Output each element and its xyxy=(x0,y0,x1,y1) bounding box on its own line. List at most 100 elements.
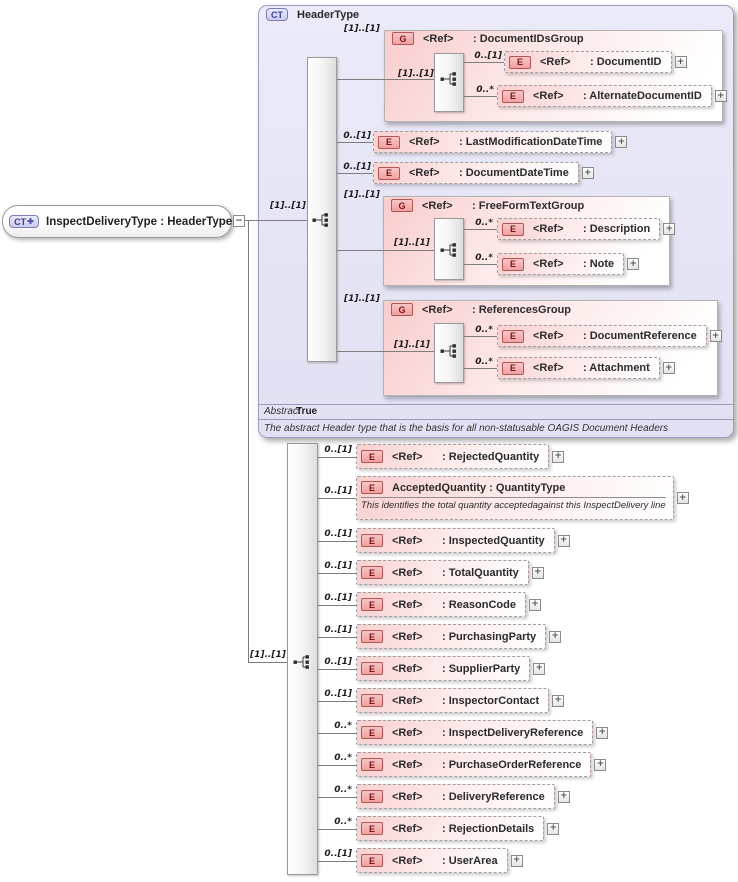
element-rejectedquantity[interactable]: E<Ref>: RejectedQuantity + xyxy=(356,444,565,469)
element-badge: E xyxy=(378,166,400,180)
sequence-connector[interactable] xyxy=(434,218,464,280)
cardinality-label: 0..* xyxy=(334,785,352,795)
expand-toggle[interactable]: + xyxy=(528,598,541,611)
connector-line xyxy=(318,861,356,862)
expand-toggle[interactable]: + xyxy=(549,630,562,643)
expand-toggle[interactable]: + xyxy=(510,854,523,867)
sequence-icon xyxy=(293,655,309,669)
ref-label: <Ref> xyxy=(392,566,423,579)
connector-line xyxy=(337,142,373,143)
element-totalquantity[interactable]: E<Ref>: TotalQuantity + xyxy=(356,560,544,585)
ref-label: <Ref> xyxy=(392,854,423,867)
connector-line xyxy=(464,62,504,63)
connector-line xyxy=(318,573,356,574)
group-freeformtextgroup-title: G <Ref> : FreeFormTextGroup xyxy=(391,199,584,212)
element-name: : DeliveryReference xyxy=(442,790,545,803)
expand-toggle[interactable]: + xyxy=(714,90,727,102)
expand-toggle[interactable]: + xyxy=(615,136,628,148)
sequence-icon xyxy=(440,344,456,358)
cardinality-label: 0..[1] xyxy=(324,593,352,603)
expand-toggle[interactable]: + xyxy=(531,566,544,579)
expand-toggle[interactable]: + xyxy=(557,534,570,547)
element-deliveryreference[interactable]: E<Ref>: DeliveryReference + xyxy=(356,784,570,809)
element-badge: E xyxy=(361,694,383,707)
connector-line xyxy=(318,733,356,734)
connector-line xyxy=(318,457,356,458)
element-badge: E xyxy=(361,854,383,867)
element-inspectedquantity[interactable]: E<Ref>: InspectedQuantity + xyxy=(356,528,570,553)
element-supplierparty[interactable]: E<Ref>: SupplierParty + xyxy=(356,656,546,681)
connector-line xyxy=(337,351,434,352)
element-documentid[interactable]: E<Ref>: DocumentID + xyxy=(504,51,687,73)
expand-toggle[interactable]: + xyxy=(547,822,560,835)
connector-line xyxy=(318,765,356,766)
connector-line xyxy=(248,662,287,663)
connector-line xyxy=(318,498,356,499)
connector-line xyxy=(318,541,356,542)
element-name: : Description xyxy=(583,223,651,235)
connector-line xyxy=(318,669,356,670)
group-name: : ReferencesGroup xyxy=(472,303,572,316)
connector-line xyxy=(464,229,497,230)
expand-toggle[interactable]: + xyxy=(674,56,687,68)
sequence-icon xyxy=(312,213,328,227)
sequence-connector[interactable] xyxy=(434,53,464,112)
element-attachment[interactable]: E<Ref>: Attachment + xyxy=(497,357,675,379)
ref-label: <Ref> xyxy=(409,167,440,179)
element-purchaseorderreference[interactable]: E<Ref>: PurchaseOrderReference + xyxy=(356,752,607,777)
cardinality-label: 0..[1] xyxy=(324,849,352,859)
cardinality-label: 0..[1] xyxy=(324,561,352,571)
element-name: : TotalQuantity xyxy=(442,566,519,579)
expand-toggle[interactable]: + xyxy=(663,223,676,235)
sequence-connector[interactable] xyxy=(434,323,464,383)
element-lastmodificationdatetime[interactable]: E<Ref>: LastModificationDateTime + xyxy=(373,131,628,153)
expand-toggle[interactable]: + xyxy=(594,758,607,771)
element-note[interactable]: E<Ref>: Note + xyxy=(497,253,640,275)
expand-toggle[interactable]: + xyxy=(709,330,722,342)
expand-toggle[interactable]: + xyxy=(627,258,640,270)
cardinality-label: [1]..[1] xyxy=(344,24,380,34)
expand-toggle[interactable]: + xyxy=(533,662,546,675)
headertype-title: CT HeaderType xyxy=(266,8,359,21)
root-type-box[interactable]: CT✚ InspectDeliveryType : HeaderType xyxy=(2,205,232,238)
element-badge: E xyxy=(502,361,524,375)
sequence-connector[interactable] xyxy=(307,57,337,362)
element-documentdatetime[interactable]: E <Ref> : DocumentDateTime + xyxy=(373,162,594,184)
ref-label: <Ref> xyxy=(533,223,564,235)
element-description[interactable]: E<Ref>: Description + xyxy=(497,218,676,240)
ref-label: <Ref> xyxy=(392,790,423,803)
expand-toggle[interactable]: + xyxy=(552,450,565,463)
cardinality-label: 0..* xyxy=(334,817,352,827)
ref-label: <Ref> xyxy=(392,758,423,771)
connector-line xyxy=(464,264,497,265)
ref-label: <Ref> xyxy=(392,694,423,707)
expand-toggle[interactable]: + xyxy=(676,492,689,504)
element-badge: E xyxy=(361,662,383,675)
connector-line xyxy=(464,368,497,369)
element-annotation: This identifies the total quantity accep… xyxy=(361,500,666,511)
expand-toggle[interactable]: + xyxy=(552,694,565,707)
connector-line xyxy=(464,336,497,337)
expand-toggle[interactable]: + xyxy=(581,167,594,179)
element-name: : DocumentDateTime xyxy=(459,167,569,179)
ref-label: <Ref> xyxy=(409,136,440,148)
element-inspectdeliveryreference[interactable]: E<Ref>: InspectDeliveryReference + xyxy=(356,720,609,745)
element-alternatedocumentid[interactable]: E<Ref>: AlternateDocumentID + xyxy=(497,85,727,107)
expand-toggle[interactable]: + xyxy=(557,790,570,803)
connector-line xyxy=(318,829,356,830)
collapse-toggle[interactable]: − xyxy=(233,215,245,227)
element-name: : RejectionDetails xyxy=(442,822,535,835)
element-documentreference[interactable]: E<Ref>: DocumentReference + xyxy=(497,325,722,347)
element-name: : Note xyxy=(583,258,615,270)
element-rejectiondetails[interactable]: E<Ref>: RejectionDetails + xyxy=(356,816,560,841)
element-purchasingparty[interactable]: E<Ref>: PurchasingParty + xyxy=(356,624,562,649)
element-userarea[interactable]: E<Ref>: UserArea + xyxy=(356,848,523,873)
element-inspectorcontact[interactable]: E<Ref>: InspectorContact + xyxy=(356,688,565,713)
element-badge: E xyxy=(361,598,383,611)
cardinality-label: 0..[1] xyxy=(324,625,352,635)
expand-toggle[interactable]: + xyxy=(596,726,609,739)
element-reasoncode[interactable]: E<Ref>: ReasonCode + xyxy=(356,592,541,617)
expand-toggle[interactable]: + xyxy=(662,362,675,374)
